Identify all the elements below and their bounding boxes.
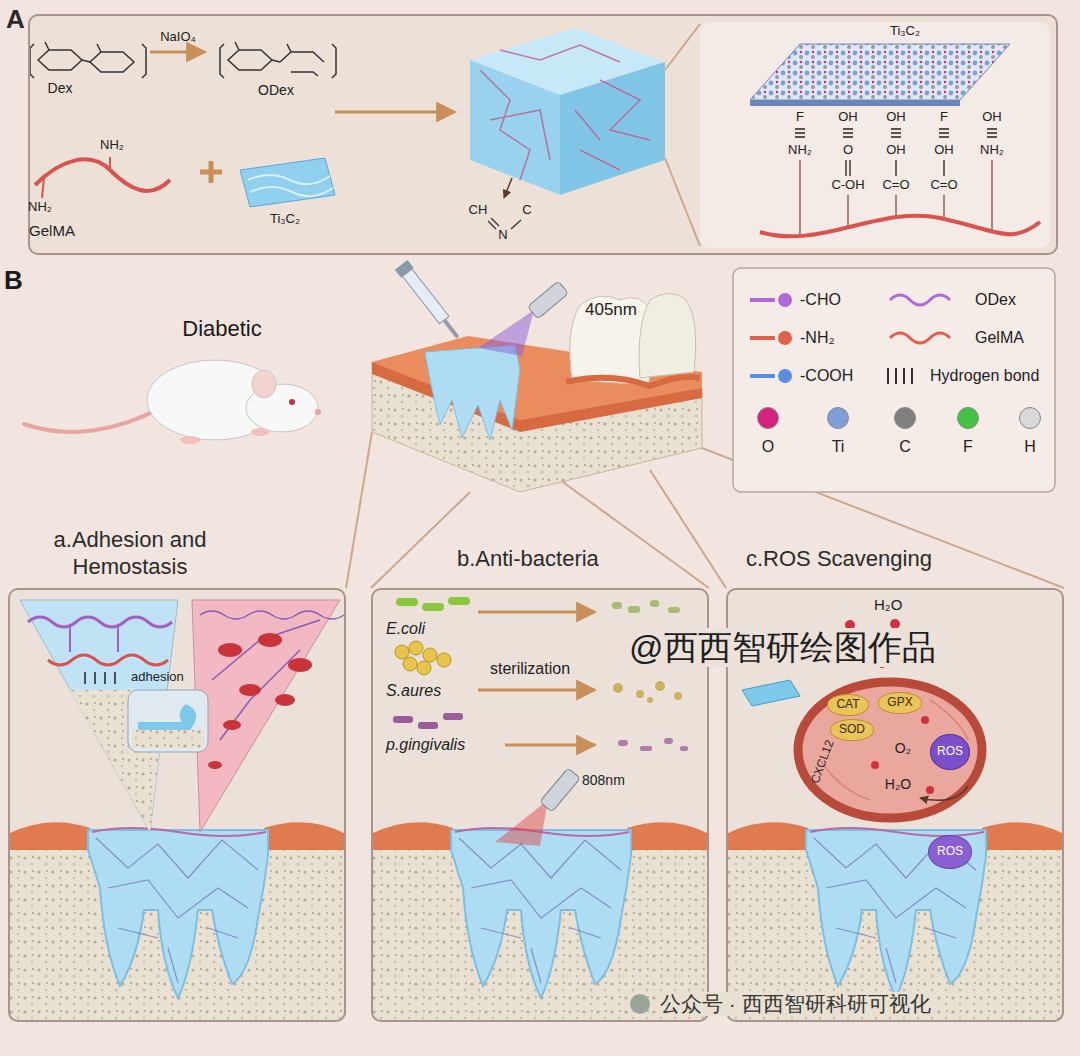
text-label: NH₂	[100, 138, 124, 153]
panel-heading: a.Adhesion and Hemostasis	[10, 527, 250, 580]
text-label: F	[796, 110, 804, 125]
text-label: OH	[886, 143, 906, 158]
legend-text: -COOH	[800, 367, 853, 385]
text-label: 405nm	[585, 300, 637, 320]
text-label: @西西智研绘图作品	[625, 628, 940, 667]
legend-swatch	[894, 407, 916, 429]
legend-swatch	[1019, 407, 1041, 429]
panel-heading: c.ROS Scavenging	[746, 546, 932, 572]
legend-text: GelMA	[975, 329, 1024, 347]
node-label: GPX	[887, 696, 912, 709]
text-label: O₂	[895, 740, 911, 756]
panel-box: a.Adhesion and Hemostasis	[8, 588, 346, 1022]
enzyme-ellipse: CAT	[827, 694, 868, 715]
ros-circle: ROS	[930, 734, 970, 769]
text-label: H₂O	[874, 596, 902, 613]
node-label: CAT	[836, 698, 859, 711]
enzyme-ellipse: GPX	[878, 692, 921, 713]
legend-swatch	[827, 407, 849, 429]
text-label: OH	[886, 110, 906, 125]
text-label: CH	[469, 203, 488, 218]
text-label: C	[522, 203, 531, 218]
text-label: NaIO₄	[160, 30, 196, 45]
text-label: Ti₃C₂	[890, 24, 920, 39]
legend-text: F	[963, 438, 973, 456]
text-label: N	[498, 228, 507, 243]
text-label: p.gingivalis	[386, 736, 465, 754]
text-label: Ti₃C₂	[270, 212, 300, 227]
text-label: F	[940, 110, 948, 125]
legend-text: -CHO	[800, 291, 841, 309]
legend-swatch	[757, 407, 779, 429]
text-label: H₂O	[885, 776, 911, 792]
legend-text: Hydrogen bond	[930, 367, 1039, 385]
panel-heading: A	[6, 4, 25, 35]
text-label: B	[4, 266, 23, 296]
text-label: 808nm	[582, 772, 625, 788]
node-label: ROS	[937, 845, 963, 858]
text-label: adhesion	[131, 670, 184, 685]
text-label: C=O	[882, 178, 909, 193]
text-label: 公众号 · 西西智研科研可视化	[656, 992, 935, 1016]
text-label: C-OH	[831, 178, 864, 193]
legend-text: C	[899, 438, 911, 456]
text-label: ODex	[258, 82, 294, 98]
node-label: SOD	[839, 723, 865, 736]
legend-text: O	[762, 438, 774, 456]
legend-text: -NH₂	[800, 329, 835, 347]
text-label: NH₂	[28, 200, 52, 215]
text-label: sterilization	[490, 660, 570, 678]
node-label: ROS	[937, 745, 963, 758]
text-label: GelMA	[29, 222, 75, 239]
text-label: E.coli	[386, 620, 425, 638]
text-label: NH₂	[980, 143, 1004, 158]
legend-text: ODex	[975, 291, 1016, 309]
legend-text: Ti	[832, 438, 845, 456]
enzyme-ellipse: SOD	[830, 719, 874, 740]
legend-swatch	[957, 407, 979, 429]
panel-heading: b.Anti-bacteria	[457, 546, 599, 572]
text-label: NH₂	[788, 143, 812, 158]
ros-cloud: ROS	[928, 835, 972, 868]
text-label: OH	[934, 143, 954, 158]
text-label: S.aures	[386, 682, 441, 700]
text-label: Diabetic	[182, 316, 261, 341]
text-label: C=O	[930, 178, 957, 193]
text-label: OH	[982, 110, 1002, 125]
text-label: OH	[838, 110, 858, 125]
legend-text: H	[1024, 438, 1036, 456]
text-label: O	[843, 143, 853, 158]
panel-box: A	[28, 14, 1058, 255]
text-label: Dex	[48, 80, 73, 96]
